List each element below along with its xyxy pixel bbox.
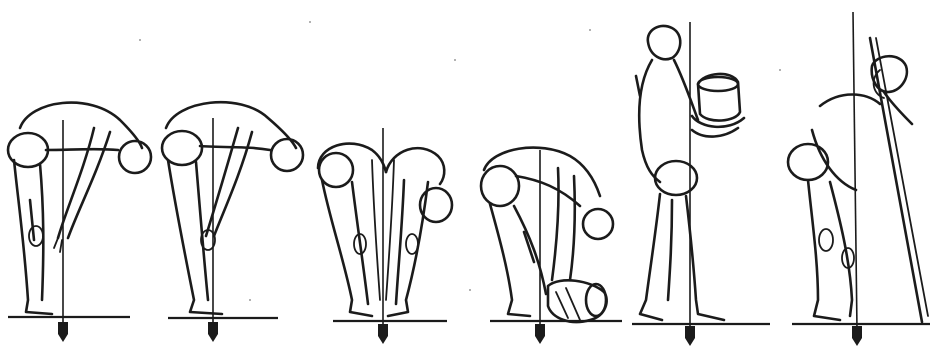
plumb-marker xyxy=(378,324,388,344)
plumb-marker xyxy=(58,322,68,342)
panel-2-figure xyxy=(162,102,303,342)
load-cylinder xyxy=(548,280,607,322)
plumb-marker xyxy=(852,326,862,346)
rope xyxy=(870,38,922,322)
panel-5-figure xyxy=(632,22,770,346)
panel-6-figure xyxy=(788,12,930,346)
paper-texture xyxy=(139,21,781,301)
plumb-marker xyxy=(208,322,218,342)
plumb-marker xyxy=(685,326,695,346)
panel-3-figure xyxy=(318,128,452,344)
panel-1-figure xyxy=(8,103,151,342)
plumb-line xyxy=(853,12,857,330)
panel-4-figure xyxy=(481,148,622,344)
load-bucket xyxy=(692,74,744,137)
plumb-marker xyxy=(535,324,545,344)
